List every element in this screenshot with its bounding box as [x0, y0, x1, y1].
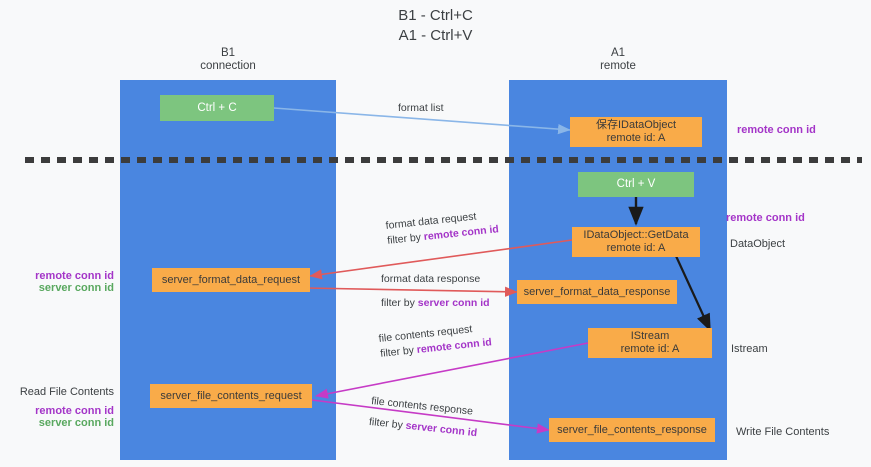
annotation-right-write-file-contents: Write File Contents [736, 426, 830, 438]
edge-label-format-data-response: format data response filter by server co… [381, 272, 490, 311]
annotation-left-remote-conn-id-2: remote conn id [35, 405, 114, 417]
arrow-file-contents-response [311, 399, 550, 434]
box-server-file-contents-response[interactable]: server_file_contents_response [549, 418, 715, 442]
edge-label-format-data-response-highlight: server conn id [417, 297, 490, 309]
box-idataobject[interactable]: 保存IDataObject remote id: A [570, 117, 702, 147]
arrow-format-data-request [309, 239, 573, 280]
arrow-file-contents-request [315, 342, 589, 399]
edge-label-format-data-response-line2: filter by [381, 297, 418, 309]
edge-label-format-list: format list [398, 101, 444, 116]
box-server-format-data-response[interactable]: server_format_data_response [517, 280, 677, 304]
arrow-format-data-response [305, 286, 518, 297]
box-ctrl-v[interactable]: Ctrl + V [578, 172, 694, 197]
arrow-getdata-to-istream [675, 255, 711, 332]
box-server-file-contents-request[interactable]: server_file_contents_request [150, 384, 312, 408]
edge-label-format-data-response-line1: format data response [381, 273, 481, 285]
box-ctrl-c[interactable]: Ctrl + C [160, 95, 274, 121]
lane-header-a1: A1 remote [600, 47, 636, 72]
annotation-right-remote-conn-id-2: remote conn id [726, 212, 805, 224]
box-server-format-data-request[interactable]: server_format_data_request [152, 268, 310, 292]
annotation-left-server-conn-id-2: server conn id [38, 417, 114, 429]
annotation-left-server-conn-id-1: server conn id [38, 282, 114, 294]
edge-label-format-list-line1: format list [398, 102, 444, 114]
box-idataobject-getdata[interactable]: IDataObject::GetData remote id: A [572, 227, 700, 257]
diagram-title: B1 - Ctrl+C A1 - Ctrl+V [398, 7, 473, 44]
box-istream[interactable]: IStream remote id: A [588, 328, 712, 358]
annotation-right-remote-conn-id-1: remote conn id [737, 124, 816, 136]
annotation-right-dataobject: DataObject [730, 238, 786, 250]
arrow-format-list [273, 107, 571, 135]
lane-header-b1: B1 connection [200, 47, 256, 72]
annotation-left-read-file-contents: Read File Contents [19, 386, 114, 398]
annotation-left-remote-conn-id-1: remote conn id [35, 270, 114, 282]
annotation-right-istream: Istream [731, 343, 768, 355]
